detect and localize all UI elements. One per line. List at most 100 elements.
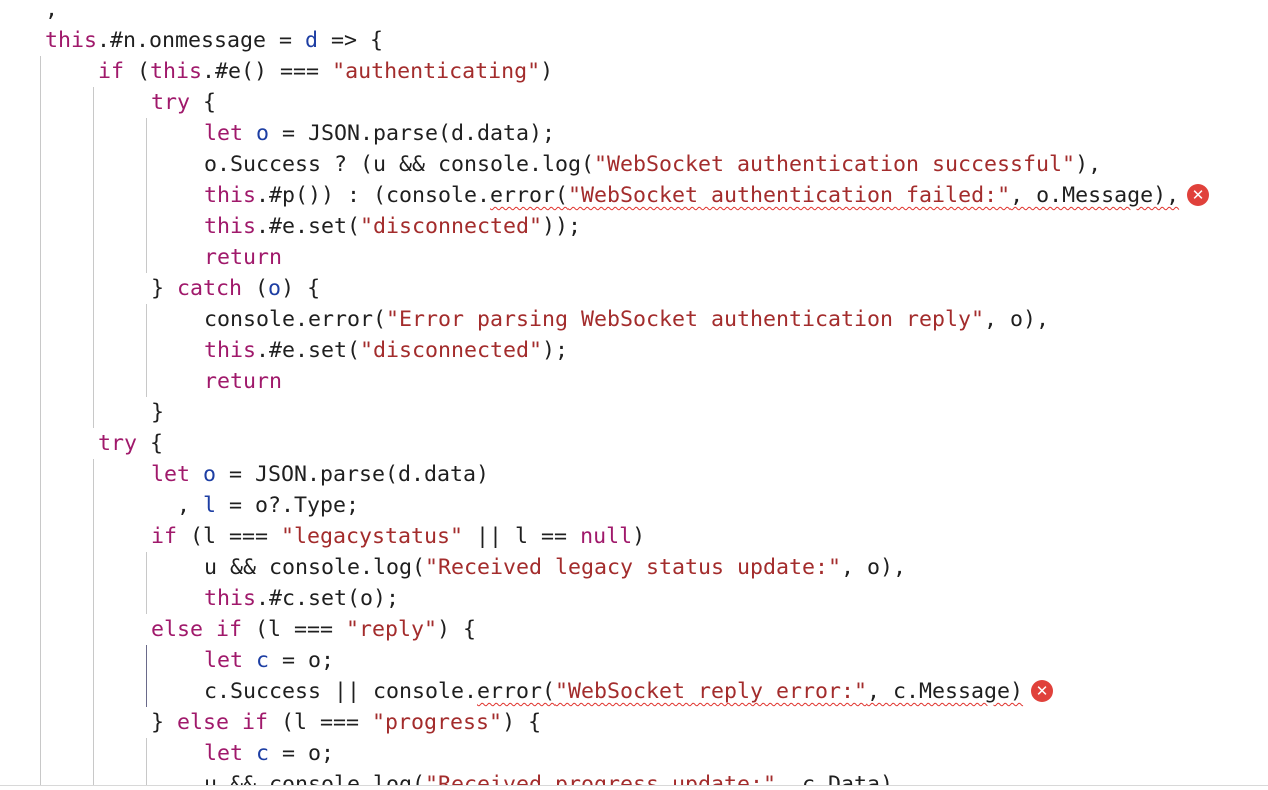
indent-guide [146, 211, 147, 242]
code-token: "WebSocket authentication successful" [594, 152, 1076, 177]
code-line[interactable]: o.Success ? (u && console.log("WebSocket… [0, 149, 1268, 180]
indent-guide [40, 738, 41, 769]
code-token: u && console.log( [204, 555, 426, 580]
code-line[interactable]: c.Success || console.error("WebSocket re… [0, 676, 1268, 707]
code-text: this.#p()) : (console.error("WebSocket a… [204, 180, 1179, 211]
code-line[interactable]: this.#e.set("disconnected"); [0, 335, 1268, 366]
code-line[interactable]: try { [0, 428, 1268, 459]
code-token: = o?.Type; [216, 493, 360, 518]
indent-guide [146, 552, 147, 583]
code-token: error( [477, 679, 556, 704]
code-line[interactable]: if (l === "legacystatus" || l == null) [0, 521, 1268, 552]
code-token: o [268, 276, 282, 301]
code-token: = JSON.parse(d.data); [269, 121, 556, 146]
code-token: if [151, 524, 178, 549]
code-line[interactable]: } [0, 397, 1268, 428]
indent-guide [40, 645, 41, 676]
code-line[interactable]: else if (l === "reply") { [0, 614, 1268, 645]
code-line[interactable]: this.#c.set(o); [0, 583, 1268, 614]
code-token: (l === [177, 524, 282, 549]
code-line[interactable]: return [0, 366, 1268, 397]
code-line[interactable]: u && console.log("Received legacy status… [0, 552, 1268, 583]
code-line[interactable]: if (this.#e() === "authenticating") [0, 56, 1268, 87]
code-token: this [45, 28, 98, 53]
error-circle-icon[interactable]: ✕ [1187, 184, 1209, 206]
code-line[interactable]: , l = o?.Type; [0, 490, 1268, 521]
indent-guide-active [146, 676, 147, 707]
indent-guide [93, 149, 94, 180]
code-line[interactable]: this.#n.onmessage = d => { [0, 25, 1268, 56]
code-line[interactable]: u && console.log("Received progress upda… [0, 769, 1268, 785]
code-text: , [45, 0, 58, 25]
indent-guide [40, 490, 41, 521]
code-token [243, 121, 256, 146]
code-token: this [204, 338, 257, 363]
code-line[interactable]: this.#e.set("disconnected")); [0, 211, 1268, 242]
code-token: o.Success ? (u && console.log( [204, 152, 595, 177]
indent-guide [40, 397, 41, 428]
indent-guide [146, 769, 147, 785]
code-token: catch [177, 276, 243, 301]
code-token: if [98, 59, 125, 84]
indent-guide [40, 614, 41, 645]
code-token: = o; [269, 741, 335, 766]
code-text: u && console.log("Received progress upda… [204, 769, 906, 785]
code-token [243, 741, 256, 766]
code-text: let c = o; [204, 738, 334, 769]
code-token: d [305, 28, 319, 53]
code-line[interactable]: , [0, 0, 1268, 25]
indent-guide [146, 335, 147, 366]
indent-guide [40, 273, 41, 304]
code-line[interactable]: try { [0, 87, 1268, 118]
indent-guide [93, 490, 94, 521]
code-line[interactable]: let c = o; [0, 645, 1268, 676]
code-token [190, 462, 203, 487]
code-token: (l === [268, 710, 373, 735]
code-token: .#e.set( [256, 338, 361, 363]
code-token: ) { [502, 710, 542, 735]
code-token: c.Success || console. [204, 679, 478, 704]
code-token: ); [542, 338, 569, 363]
code-token: this [204, 586, 257, 611]
indent-guide [93, 273, 94, 304]
code-line[interactable]: let o = JSON.parse(d.data) [0, 459, 1268, 490]
code-token: .#c.set(o); [256, 586, 400, 611]
code-line[interactable]: } catch (o) { [0, 273, 1268, 304]
code-token: c [256, 648, 270, 673]
code-line[interactable]: let o = JSON.parse(d.data); [0, 118, 1268, 149]
code-text: } else if (l === "progress") { [151, 707, 541, 738]
indent-guide [146, 738, 147, 769]
code-line[interactable]: let c = o; [0, 738, 1268, 769]
code-line[interactable]: this.#p()) : (console.error("WebSocket a… [0, 180, 1268, 211]
code-token: = o; [269, 648, 335, 673]
code-text: , l = o?.Type; [151, 490, 359, 521]
indent-guide [146, 149, 147, 180]
code-token: "WebSocket reply error:" [555, 679, 868, 704]
code-token: let [151, 462, 191, 487]
indent-guide [40, 180, 41, 211]
indent-guide [40, 552, 41, 583]
indent-guide [40, 335, 41, 366]
code-text: if (this.#e() === "authenticating") [98, 56, 553, 87]
error-circle-icon[interactable]: ✕ [1031, 680, 1053, 702]
code-token: this [150, 59, 203, 84]
code-text: } catch (o) { [151, 273, 320, 304]
indent-guide [40, 521, 41, 552]
code-token: , [151, 493, 204, 518]
code-token: u && console.log( [204, 772, 426, 785]
indent-guide [146, 366, 147, 397]
code-text: console.error("Error parsing WebSocket a… [204, 304, 1049, 335]
code-token: "disconnected" [360, 338, 543, 363]
code-line[interactable]: return [0, 242, 1268, 273]
code-token: l [203, 493, 217, 518]
code-line[interactable]: } else if (l === "progress") { [0, 707, 1268, 738]
code-token: "legacystatus" [281, 524, 464, 549]
code-token: ) [540, 59, 554, 84]
indent-guide [40, 56, 41, 87]
code-line[interactable]: console.error("Error parsing WebSocket a… [0, 304, 1268, 335]
indent-guide [93, 87, 94, 118]
code-token: let [204, 648, 244, 673]
code-token: c [256, 741, 270, 766]
code-token: try [151, 90, 191, 115]
